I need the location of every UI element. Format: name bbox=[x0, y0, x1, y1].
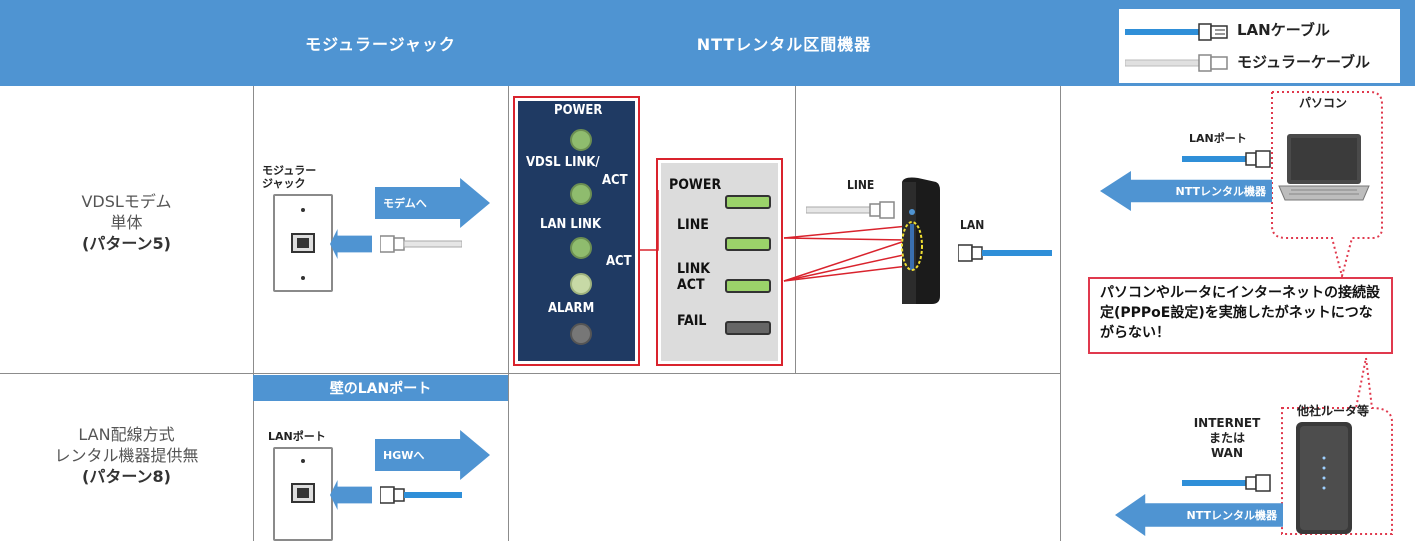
row-label-pattern: (パターン8) bbox=[82, 467, 171, 486]
pc-lan-cable bbox=[1182, 150, 1271, 168]
router-wan-cable bbox=[1182, 474, 1271, 492]
internet-wan-label-line: WAN bbox=[1210, 446, 1244, 460]
subheader-wall-lan-port: 壁のLANポート bbox=[253, 375, 508, 401]
pc-label: パソコン bbox=[1299, 96, 1348, 110]
internet-wan-label: INTERNET または WAN bbox=[1186, 416, 1268, 461]
led-power-icon bbox=[570, 129, 592, 151]
problem-callout-text: パソコンやルータにインターネットの接続設定(PPPoE設定)を実施したがネットに… bbox=[1100, 285, 1380, 341]
col-divider bbox=[508, 86, 509, 541]
led-label-power: POWER bbox=[669, 177, 722, 193]
subheader-wall-lan-port-label: 壁のLANポート bbox=[329, 381, 432, 397]
internet-wan-label-line: INTERNET bbox=[1193, 416, 1261, 430]
laptop-icon bbox=[1278, 134, 1370, 201]
modular-jack-socket bbox=[291, 233, 315, 253]
internet-wan-label-line: または bbox=[1208, 431, 1245, 445]
vdsl-modem-device bbox=[901, 177, 940, 304]
jack-label-line: ジャック bbox=[262, 177, 306, 190]
row-label-pattern: (パターン5) bbox=[82, 234, 171, 253]
legend-cable-icons bbox=[1125, 23, 1228, 72]
lan-port-label: LANポート bbox=[268, 430, 326, 443]
arrow-into-jack bbox=[330, 229, 372, 259]
arrow-into-lan-port bbox=[330, 480, 372, 510]
led-label-vdsl-link: VDSL LINK/ bbox=[526, 155, 600, 170]
row-label-line: レンタル機器提供無 bbox=[54, 446, 199, 465]
modem-line-cable bbox=[806, 201, 895, 219]
dotted-callout-outlines bbox=[1271, 91, 1393, 535]
arrow-to-hgw-label: HGWへ bbox=[383, 449, 425, 462]
led-line-icon bbox=[725, 237, 771, 251]
modem-lan-label: LAN bbox=[960, 218, 985, 232]
row-label-line: 単体 bbox=[110, 213, 143, 232]
legend: LANケーブル モジュラーケーブル bbox=[1119, 9, 1400, 83]
led-label-vdsl-act: ACT bbox=[602, 173, 628, 188]
row-label-line: VDSLモデム bbox=[81, 192, 172, 211]
led-connector-lines bbox=[640, 190, 909, 282]
header-blank-cell bbox=[0, 0, 253, 86]
router-icon bbox=[1296, 422, 1352, 534]
header-modular-jack: モジュラージャック bbox=[253, 0, 508, 86]
jack-label: モジュラー ジャック bbox=[262, 164, 316, 190]
led-label-line: LINE bbox=[677, 217, 709, 233]
header-ntt-rental: NTTレンタル区間機器 bbox=[508, 0, 1060, 86]
arrow-to-ntt-rental-top-label: NTTレンタル機器 bbox=[1175, 185, 1266, 198]
legend-lan-cable: LANケーブル bbox=[1237, 21, 1330, 39]
header-modular-jack-label: モジュラージャック bbox=[305, 35, 456, 54]
lan-wall-plate bbox=[273, 447, 333, 541]
modem-line-label: LINE bbox=[847, 178, 875, 192]
problem-callout: パソコンやルータにインターネットの接続設定(PPPoE設定)を実施したがネットに… bbox=[1088, 277, 1393, 354]
led-label-link: LINK bbox=[677, 261, 711, 277]
row-divider bbox=[0, 373, 1060, 374]
arrow-to-ntt-rental-bottom-label: NTTレンタル機器 bbox=[1186, 509, 1277, 522]
vdsl-led-panel-dark: POWER VDSL LINK/ ACT LAN LINK ACT ALARM bbox=[513, 96, 640, 366]
led-fail-icon bbox=[725, 321, 771, 335]
led-lan-link-icon bbox=[570, 237, 592, 259]
row-label-pattern8: LAN配線方式 レンタル機器提供無 (パターン8) bbox=[0, 424, 253, 487]
led-label-power: POWER bbox=[554, 103, 603, 118]
row-label-pattern5: VDSLモデム 単体 (パターン5) bbox=[0, 191, 253, 254]
modular-cable-plug bbox=[380, 235, 462, 253]
modem-lan-cable bbox=[958, 244, 1052, 262]
modular-wall-plate bbox=[273, 194, 333, 292]
led-label-act: ACT bbox=[677, 277, 705, 293]
jack-label-line: モジュラー bbox=[262, 164, 317, 177]
led-label-lan-link: LAN LINK bbox=[540, 217, 602, 232]
led-lan-act-blink-icon bbox=[570, 273, 592, 295]
led-power-icon bbox=[725, 195, 771, 209]
col-divider bbox=[253, 86, 254, 541]
lan-port-socket bbox=[291, 483, 315, 503]
legend-modular-cable: モジュラーケーブル bbox=[1237, 53, 1371, 71]
lan-cable-plug bbox=[380, 486, 462, 504]
arrow-to-hgw: HGWへ bbox=[375, 430, 490, 480]
led-vdsl-link-icon bbox=[570, 183, 592, 205]
row-label-line: LAN配線方式 bbox=[78, 425, 175, 444]
header-ntt-rental-label: NTTレンタル区間機器 bbox=[696, 35, 872, 54]
led-label-alarm: ALARM bbox=[548, 301, 595, 316]
vdsl-led-panel-light: POWER LINE LINK ACT FAIL bbox=[656, 158, 783, 366]
led-alarm-icon bbox=[570, 323, 592, 345]
led-label-lan-act: ACT bbox=[606, 254, 632, 269]
col-divider bbox=[795, 86, 796, 374]
led-link-act-icon bbox=[725, 279, 771, 293]
arrow-to-modem-label: モデムへ bbox=[383, 197, 427, 210]
router-label: 他社ルータ等 bbox=[1297, 404, 1370, 418]
col-divider bbox=[1060, 86, 1061, 541]
arrow-to-modem: モデムへ bbox=[375, 178, 490, 228]
led-label-fail: FAIL bbox=[677, 313, 707, 329]
pc-lan-port-label: LANポート bbox=[1189, 132, 1247, 145]
